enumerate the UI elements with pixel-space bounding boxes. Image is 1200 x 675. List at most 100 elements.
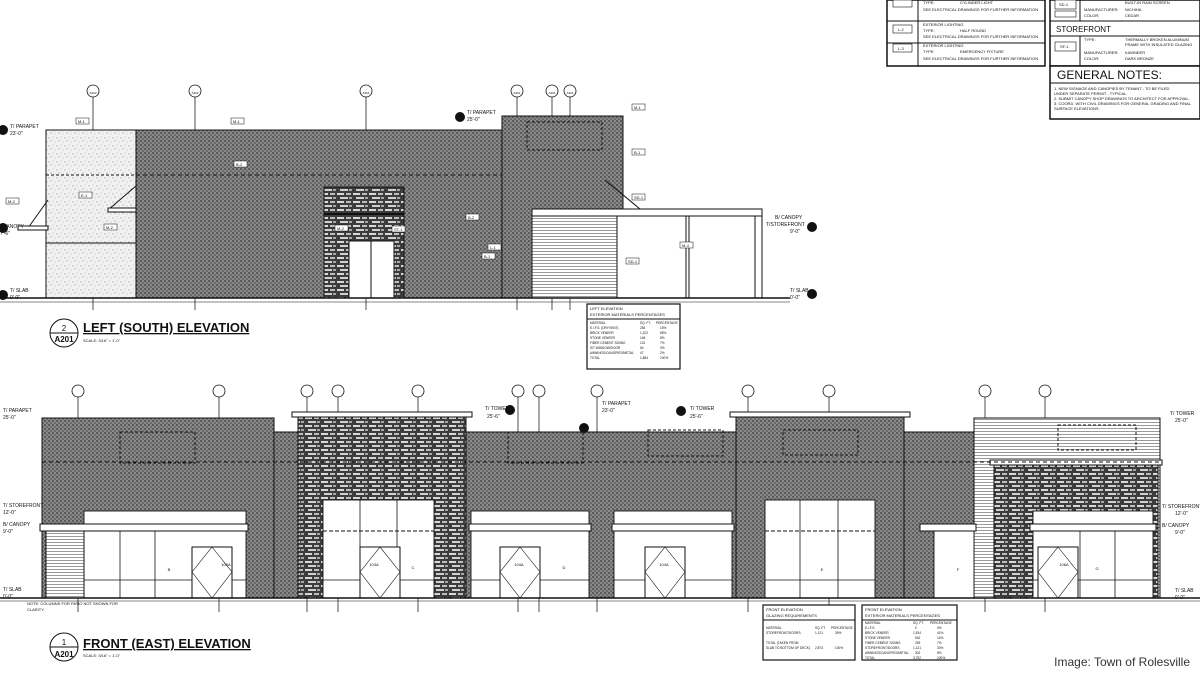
front-elevation-drawing: 103A 103A 104A 104A 106A B C D E F G T/ … xyxy=(0,384,1200,662)
svg-text:100%: 100% xyxy=(937,656,945,660)
svg-text:1,121: 1,121 xyxy=(913,646,921,650)
svg-text:EXTERIOR LIGHTING: EXTERIOR LIGHTING xyxy=(923,43,963,48)
svg-text:SCALE: 3/16" = 1'-0": SCALE: 3/16" = 1'-0" xyxy=(83,338,121,343)
svg-text:100%: 100% xyxy=(660,356,668,360)
svg-text:0'-0": 0'-0" xyxy=(1175,595,1185,601)
image-credit: Image: Town of Rolesville xyxy=(1054,655,1190,669)
svg-text:M-1: M-1 xyxy=(634,105,642,110)
svg-text:B/ CANOPY: B/ CANOPY xyxy=(3,522,31,528)
svg-text:T/ SLAB: T/ SLAB xyxy=(790,288,809,294)
svg-text:0'-0": 0'-0" xyxy=(10,295,20,301)
svg-text:M-2: M-2 xyxy=(8,199,16,204)
svg-text:12'-0": 12'-0" xyxy=(1175,511,1188,517)
siding-storefront-legend: SD-1 BUILT-IN RAIN SCREEN MANUFACTURER: … xyxy=(1049,0,1200,67)
svg-text:LEFT ELEVATION: LEFT ELEVATION xyxy=(590,306,623,311)
svg-text:TOTAL (TAKEN FROM: TOTAL (TAKEN FROM xyxy=(766,641,799,645)
svg-text:L-1: L-1 xyxy=(490,245,497,250)
svg-text:T/ PARAPET: T/ PARAPET xyxy=(10,124,39,130)
svg-text:1. NEW SIGNAGE AND CANOPIES B: 1. NEW SIGNAGE AND CANOPIES BY TENANT - … xyxy=(1054,86,1170,91)
material-tags: M-1 M-1 M-1 B-2 B-2 B-1 B-1 SD-1 SD-1 ST… xyxy=(5,103,694,265)
front-elevation-title-text: FRONT (EAST) ELEVATION xyxy=(83,636,251,651)
svg-text:TYPE:: TYPE: xyxy=(923,49,935,54)
svg-text:9'-0": 9'-0" xyxy=(1175,530,1185,536)
svg-text:B/ CANOPY: B/ CANOPY xyxy=(775,215,803,221)
svg-text:3. COORD. WITH CIVIL DRAWINGS: 3. COORD. WITH CIVIL DRAWINGS FOR GENERA… xyxy=(1054,101,1192,106)
svg-text:14%: 14% xyxy=(937,636,944,640)
svg-text:23'-0": 23'-0" xyxy=(10,131,23,137)
svg-text:1,534: 1,534 xyxy=(913,631,921,635)
svg-text:GLAZING REQUIREMENTS: GLAZING REQUIREMENTS xyxy=(766,613,817,618)
svg-text:39%: 39% xyxy=(835,631,842,635)
svg-text:A301: A301 xyxy=(513,91,520,95)
patio-note: NOTE: COLUMNS FOR PATIO NOT SHOWN FOR xyxy=(27,601,118,606)
tag-l2: L-2 xyxy=(898,27,905,32)
svg-text:A302: A302 xyxy=(89,91,96,95)
glazing-table: FRONT ELEVATION GLAZING REQUIREMENTS MAT… xyxy=(762,604,856,661)
storefront-heading: STOREFRONT xyxy=(1056,25,1111,34)
svg-text:B/ CANOPY: B/ CANOPY xyxy=(1162,523,1190,529)
svg-text:AWNINGS/CANOPIES/METAL: AWNINGS/CANOPIES/METAL xyxy=(865,651,909,655)
svg-text:B: B xyxy=(168,567,171,572)
tag-l3: L-3 xyxy=(898,46,905,51)
svg-text:MATERIAL: MATERIAL xyxy=(865,621,881,625)
svg-text:G: G xyxy=(1095,566,1098,571)
svg-text:MANUFACTURER:: MANUFACTURER: xyxy=(1084,7,1118,12)
svg-text:MATERIAL: MATERIAL xyxy=(766,626,782,630)
svg-text:SEE ELECTRICAL DRAWINGS FOR FU: SEE ELECTRICAL DRAWINGS FOR FURTHER INFO… xyxy=(923,56,1038,61)
svg-text:B-1: B-1 xyxy=(484,254,491,259)
svg-text:23'-0": 23'-0" xyxy=(602,408,615,414)
svg-text:542: 542 xyxy=(915,636,921,640)
svg-text:E.I.F.S.: E.I.F.S. xyxy=(865,626,875,630)
svg-text:SQ. FT.: SQ. FT. xyxy=(815,626,826,630)
svg-text:9'-0": 9'-0" xyxy=(790,229,800,235)
level-markers xyxy=(0,112,817,300)
svg-text:A201: A201 xyxy=(54,650,74,659)
svg-text:15%: 15% xyxy=(660,326,667,330)
svg-text:1: 1 xyxy=(62,638,67,647)
svg-text:253: 253 xyxy=(915,641,921,645)
svg-text:E-1: E-1 xyxy=(81,193,88,198)
svg-text:7%: 7% xyxy=(660,341,665,345)
svg-text:NICHIHA: NICHIHA xyxy=(1125,7,1142,12)
svg-text:104A: 104A xyxy=(514,562,524,567)
svg-text:0: 0 xyxy=(915,626,917,630)
svg-text:STONE VENEER: STONE VENEER xyxy=(865,636,891,640)
svg-text:2: 2 xyxy=(62,324,67,333)
svg-text:A302: A302 xyxy=(191,91,198,95)
svg-text:7%: 7% xyxy=(937,641,942,645)
svg-text:BRICK VENEER: BRICK VENEER xyxy=(590,331,614,335)
svg-text:302: 302 xyxy=(915,651,921,655)
svg-text:65%: 65% xyxy=(660,331,667,335)
svg-text:F: F xyxy=(957,567,960,572)
svg-text:TOTAL: TOTAL xyxy=(865,656,875,660)
svg-text:EXTERIOR MATERIALS PERCENTAGES: EXTERIOR MATERIALS PERCENTAGES xyxy=(865,613,940,618)
svg-text:284: 284 xyxy=(640,326,646,330)
svg-text:A301: A301 xyxy=(548,91,555,95)
svg-text:BRICK VENEER: BRICK VENEER xyxy=(865,631,889,635)
svg-text:T/ STOREFRONT: T/ STOREFRONT xyxy=(1162,504,1200,510)
svg-text:STOREFRONT/DOORS:: STOREFRONT/DOORS: xyxy=(766,631,801,635)
svg-text:S/T WINDOW/DOOR: S/T WINDOW/DOOR xyxy=(590,346,621,350)
svg-text:1,884: 1,884 xyxy=(640,356,648,360)
svg-text:STOREFRONT/DOORS: STOREFRONT/DOORS xyxy=(865,646,899,650)
svg-text:PERCENTAGE: PERCENTAGE xyxy=(831,626,853,630)
svg-text:BUILT-IN RAIN SCREEN: BUILT-IN RAIN SCREEN xyxy=(1125,0,1170,5)
svg-text:AWNINGS/CANOPIES/METAL: AWNINGS/CANOPIES/METAL xyxy=(590,351,634,355)
front-elevation-title: 1 A201 FRONT (EAST) ELEVATION SCALE: 3/1… xyxy=(49,632,251,662)
svg-text:SEE ELECTRICAL DRAWINGS FOR FU: SEE ELECTRICAL DRAWINGS FOR FURTHER INFO… xyxy=(923,34,1038,39)
svg-text:SEE ELECTRICAL DRAWINGS FOR FU: SEE ELECTRICAL DRAWINGS FOR FURTHER INFO… xyxy=(923,7,1038,12)
svg-text:25'-0": 25'-0" xyxy=(3,415,16,421)
svg-text:SURFACE ELEVATIONS.: SURFACE ELEVATIONS. xyxy=(1054,106,1100,111)
svg-text:D: D xyxy=(563,565,566,570)
svg-text:0'-0": 0'-0" xyxy=(3,594,13,600)
svg-text:B-1: B-1 xyxy=(634,150,641,155)
svg-text:7'-6": 7'-6" xyxy=(0,231,10,237)
svg-text:25'-6": 25'-6" xyxy=(690,414,703,420)
svg-text:SQ. FT.: SQ. FT. xyxy=(913,621,924,625)
general-notes: GENERAL NOTES: 1. NEW SIGNAGE AND CANOPI… xyxy=(1049,65,1200,120)
svg-text:12'-0": 12'-0" xyxy=(3,510,16,516)
svg-text:T/ SLAB: T/ SLAB xyxy=(3,587,22,593)
svg-text:DARK BRONZE: DARK BRONZE xyxy=(1125,56,1154,61)
svg-text:T/ TOWER: T/ TOWER xyxy=(1170,411,1195,417)
